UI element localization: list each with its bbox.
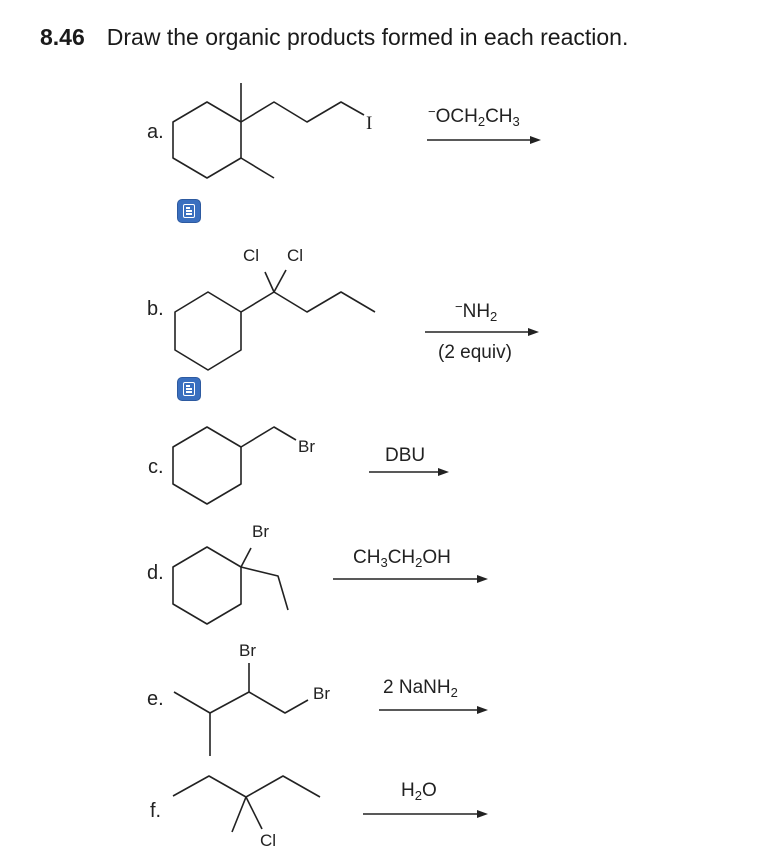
reaction-arrow-icon — [379, 706, 488, 714]
atom-bromine-2: Br — [313, 684, 330, 703]
reagent-b: −NH2 — [455, 299, 498, 324]
structure-b — [174, 269, 376, 371]
reagent-e: 2 NaNH2 — [383, 677, 458, 700]
reagent-f: H2O — [401, 780, 437, 803]
structure-f — [172, 775, 321, 833]
reagent-c: DBU — [385, 445, 426, 466]
reaction-arrow-icon — [369, 468, 449, 476]
structure-e — [173, 663, 309, 756]
reagent-d: CH3CH2OH — [353, 547, 451, 570]
reaction-arrow-icon — [425, 328, 539, 336]
structure-d — [172, 546, 289, 625]
atom-iodine: I — [366, 113, 373, 134]
atom-chlorine-1: Cl — [243, 246, 260, 265]
label-a: a. — [147, 121, 164, 143]
note-button-a[interactable] — [177, 199, 201, 223]
note-button-b[interactable] — [177, 377, 201, 401]
label-c: c. — [148, 456, 164, 478]
atom-chlorine: Cl — [260, 831, 277, 850]
label-d: d. — [147, 562, 164, 584]
atom-bromine: Br — [252, 522, 269, 541]
structure-c — [172, 426, 297, 505]
label-b: b. — [147, 298, 164, 320]
atom-bromine: Br — [298, 437, 315, 456]
label-f: f. — [150, 800, 162, 822]
reaction-arrow-icon — [363, 810, 488, 818]
atom-chlorine-2: Cl — [287, 246, 304, 265]
reaction-arrow-icon — [427, 136, 541, 144]
reagent-b-conditions: (2 equiv) — [438, 342, 512, 363]
reagent-a: −OCH2CH3 — [428, 104, 520, 129]
problem-number: 8.46 — [40, 24, 85, 50]
problem-title: Draw the organic products formed in each… — [106, 24, 629, 50]
problem-header: 8.46 Draw the organic products formed in … — [40, 24, 628, 51]
note-document-icon — [183, 382, 195, 396]
note-document-icon — [183, 204, 195, 218]
reaction-arrow-icon — [333, 575, 488, 583]
atom-bromine-1: Br — [239, 641, 256, 660]
structure-a — [172, 83, 365, 179]
label-e: e. — [147, 688, 164, 710]
